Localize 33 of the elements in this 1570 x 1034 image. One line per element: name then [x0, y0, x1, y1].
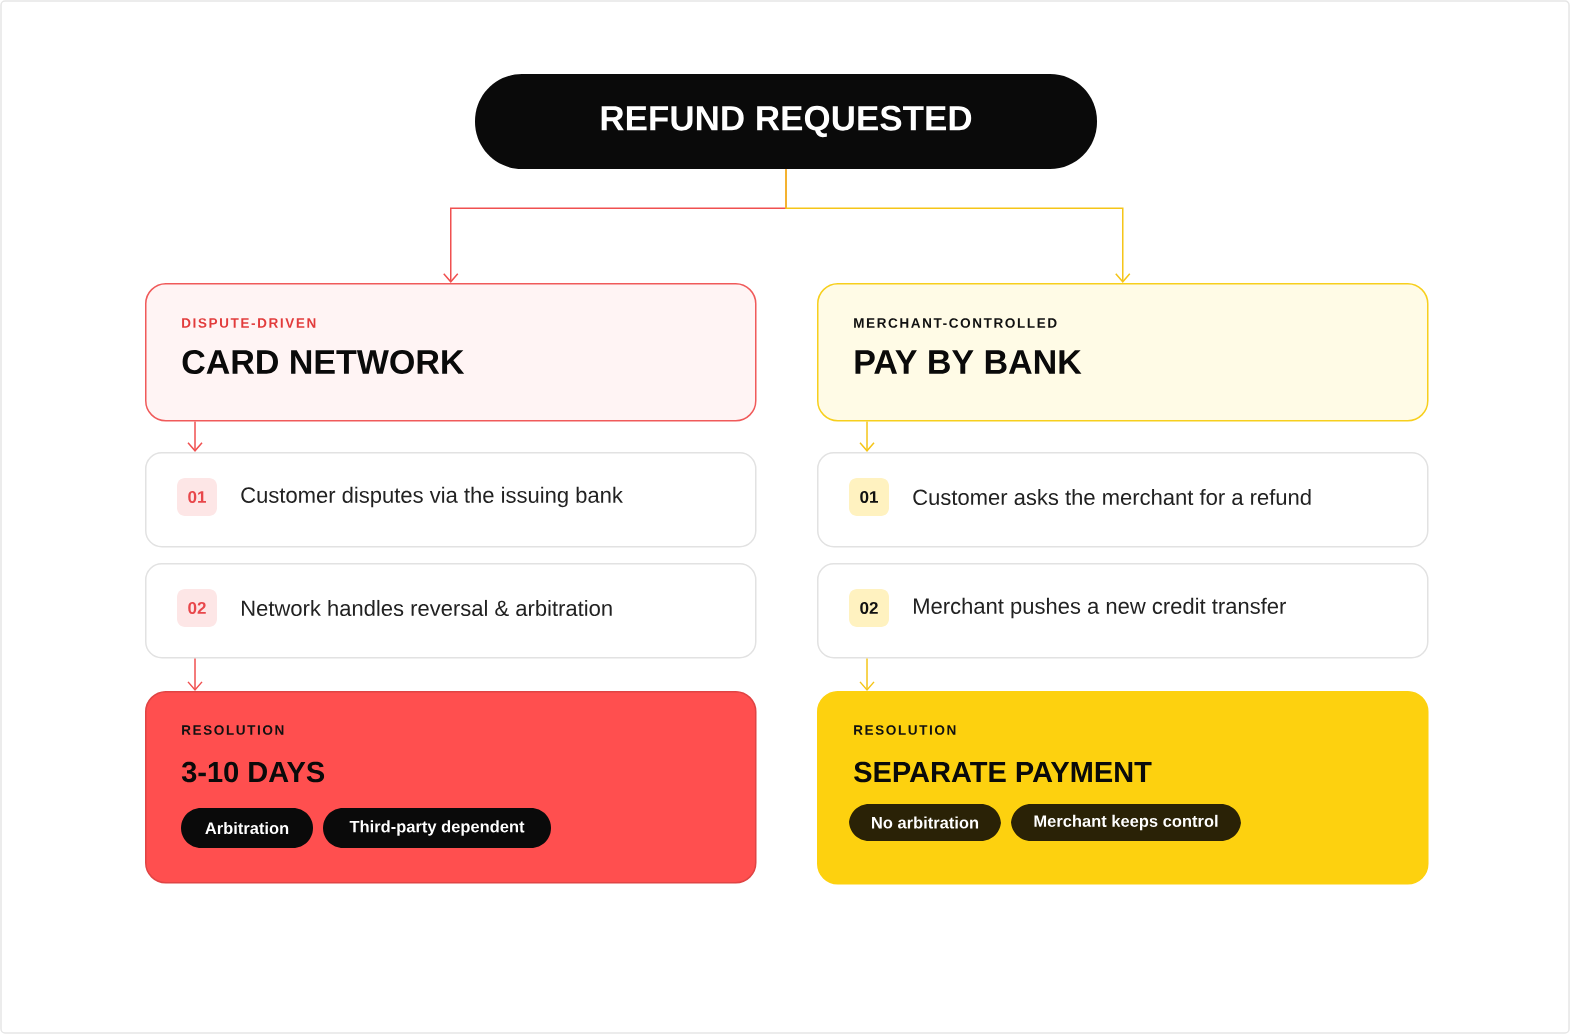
- arrow: [187, 420, 203, 452]
- category-label: RESOLUTION: [854, 725, 956, 735]
- card-title: CARD NETWORK: [182, 349, 465, 375]
- tag-pill: Merchant keeps control: [1011, 804, 1241, 841]
- step-card: [145, 563, 757, 659]
- step-number: 01: [177, 478, 217, 516]
- arrow: [859, 420, 875, 452]
- step-text: Network handles reversal & arbitration: [242, 599, 612, 617]
- tag-pill: Third-party dependent: [323, 808, 551, 848]
- arrow: [187, 657, 203, 691]
- step-card: [817, 563, 1429, 659]
- resolution-card: [817, 691, 1429, 885]
- category-label: DISPUTE-DRIVEN: [182, 318, 316, 328]
- step-text: Customer disputes via the issuing bank: [241, 486, 623, 508]
- category-card: [145, 283, 757, 422]
- arrow: [785, 168, 1131, 283]
- tag-pill: Arbitration: [181, 808, 313, 848]
- step-number: 02: [849, 589, 889, 627]
- step-text: Customer asks the merchant for a refund: [913, 488, 1311, 506]
- category-card: [817, 283, 1429, 422]
- step-number: 01: [849, 478, 889, 516]
- step-card: [817, 452, 1429, 548]
- category-label: RESOLUTION: [182, 725, 284, 735]
- arrow: [859, 657, 875, 691]
- step-number: 02: [177, 589, 217, 627]
- tag-pill: No arbitration: [849, 804, 1001, 841]
- card-title: PAY BY BANK: [855, 350, 1082, 374]
- card-title: SEPARATE PAYMENT: [854, 761, 1152, 783]
- category-label: MERCHANT-CONTROLLED: [854, 318, 1057, 328]
- step-card: [145, 452, 757, 548]
- step-text: Merchant pushes a new credit transfer: [914, 597, 1286, 619]
- card-title: 3-10 DAYS: [181, 761, 325, 783]
- start-pill: REFUND REQUESTED: [475, 74, 1097, 169]
